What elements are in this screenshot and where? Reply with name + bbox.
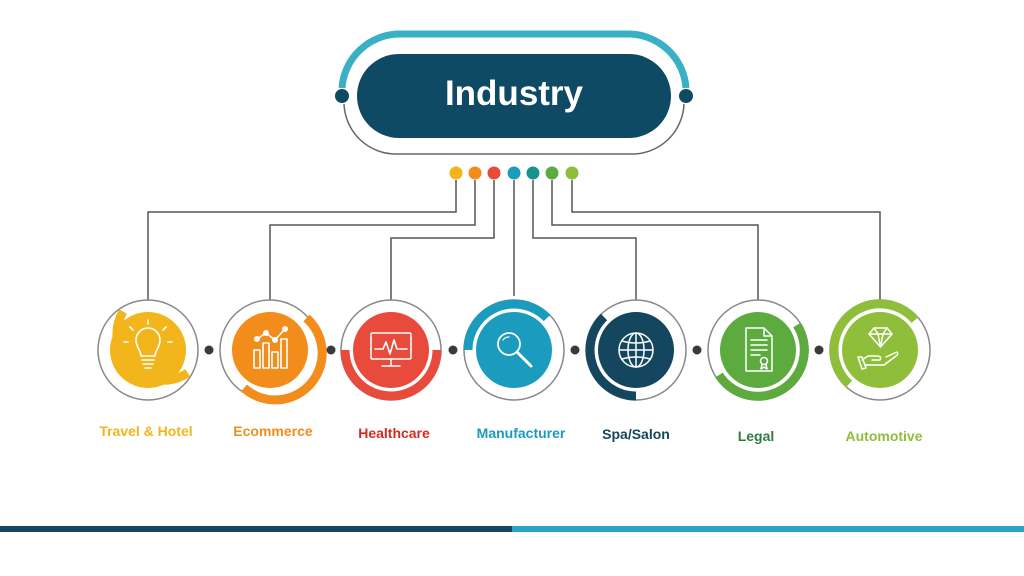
connector-line-7 — [571, 180, 881, 300]
title-frame — [335, 30, 693, 155]
separator-dot — [326, 345, 336, 355]
industry-node-automotive — [829, 299, 931, 401]
certificate-document-icon — [745, 327, 773, 372]
title-dot-left — [335, 89, 349, 103]
monitor-heartbeat-icon — [370, 332, 412, 367]
connector-line-5 — [532, 180, 637, 300]
connector-dot-4 — [507, 166, 521, 180]
industry-node-healthcare — [340, 299, 442, 401]
industry-label-manufacturer: Manufacturer — [476, 425, 566, 441]
node-core — [842, 312, 918, 388]
node-accent-arc — [463, 299, 551, 351]
connector-dots — [449, 166, 579, 180]
separator-dot — [204, 345, 214, 355]
industry-label-spa-salon: Spa/Salon — [602, 426, 670, 442]
footer-bar-right — [512, 526, 1024, 532]
connector-line-1 — [147, 180, 457, 300]
title-pill — [357, 54, 671, 138]
connector-line-2 — [269, 180, 476, 300]
node-core — [476, 312, 552, 388]
industry-node-legal — [707, 299, 809, 401]
connector-dot-7 — [565, 166, 579, 180]
page-title: Industry — [444, 74, 584, 113]
connector-dot-5 — [526, 166, 540, 180]
separator-dot — [448, 345, 458, 355]
industry-label-healthcare: Healthcare — [358, 425, 430, 441]
industry-node-ecommerce — [219, 299, 327, 405]
separator-dot — [692, 345, 702, 355]
node-accent-arc — [715, 322, 809, 401]
industry-label-legal: Legal — [737, 428, 775, 444]
connector-dot-1 — [449, 166, 463, 180]
connector-line-6 — [551, 180, 759, 300]
connector-lines — [147, 180, 881, 300]
connector-line-3 — [390, 180, 495, 300]
title-outer-arc-bottom — [343, 103, 685, 155]
node-accent-arc — [829, 299, 919, 388]
globe-icon — [618, 332, 654, 368]
node-accent-arc — [585, 313, 637, 401]
connector-dot-6 — [545, 166, 559, 180]
separator-dots — [204, 345, 824, 355]
connector-dot-2 — [468, 166, 482, 180]
industry-node-spa-salon — [585, 299, 687, 401]
industry-label-automotive: Automotive — [845, 428, 923, 444]
node-accent-arc — [241, 314, 327, 405]
industry-node-manufacturer — [463, 299, 565, 401]
separator-dot — [570, 345, 580, 355]
title-outer-arc-top — [338, 30, 690, 89]
industry-label-travel-hotel: Travel & Hotel — [99, 423, 193, 439]
separator-dot — [814, 345, 824, 355]
magnifier-icon — [497, 332, 533, 368]
node-core — [232, 312, 308, 388]
node-core — [110, 312, 186, 388]
footer-bar-left — [0, 526, 512, 532]
bar-chart-icon — [253, 325, 288, 369]
title-dot-right — [679, 89, 693, 103]
lightbulb-icon — [123, 319, 173, 369]
industry-node-travel-hotel — [97, 299, 199, 401]
diamond-hand-icon — [857, 327, 899, 370]
connector-dot-3 — [487, 166, 501, 180]
industry-label-ecommerce: Ecommerce — [233, 423, 313, 439]
node-accent-arc — [340, 349, 442, 401]
